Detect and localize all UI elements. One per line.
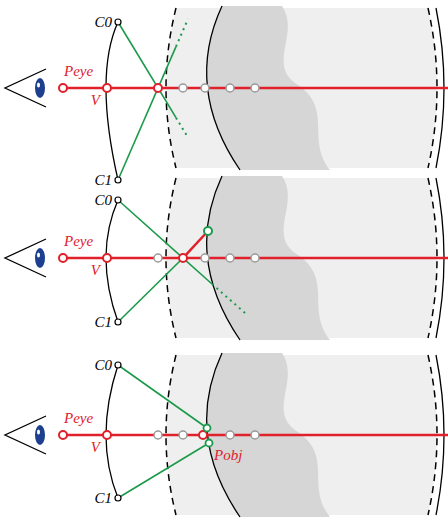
eye-label: Peye <box>64 234 93 249</box>
sample-point <box>251 84 259 92</box>
surface-hit <box>204 425 211 432</box>
sample-point <box>251 431 259 439</box>
camera-arc <box>106 22 118 180</box>
camera-label: C1 <box>94 173 112 188</box>
point-label: V <box>91 263 100 278</box>
panel-background <box>5 176 448 340</box>
camera-ray-extension <box>176 19 188 47</box>
surface-hit <box>206 440 213 447</box>
camera-point <box>115 362 121 368</box>
camera-ray <box>118 47 176 180</box>
camera-label: C0 <box>94 358 112 373</box>
camera-label: C1 <box>94 491 112 506</box>
camera-ray <box>118 365 207 428</box>
camera-ray-extension <box>212 284 245 313</box>
sample-point <box>154 431 162 439</box>
view-point <box>103 431 111 439</box>
camera-point <box>115 19 121 25</box>
camera-ray <box>118 200 212 284</box>
camera-label: C1 <box>94 315 112 330</box>
point-label: V <box>91 93 100 108</box>
sample-point <box>201 254 209 262</box>
panel-background <box>5 6 448 170</box>
eye-label: Peye <box>64 411 93 426</box>
camera-label: C0 <box>94 193 112 208</box>
sample-point <box>226 431 234 439</box>
camera-ray-extension <box>176 118 188 138</box>
camera-point <box>115 495 121 501</box>
camera-ray <box>118 22 176 118</box>
surface-hit <box>204 227 212 235</box>
current-sample <box>154 84 162 92</box>
sample-point <box>251 254 259 262</box>
camera-ray <box>118 443 209 498</box>
eye-label: Peye <box>64 64 93 79</box>
sample-point <box>179 84 187 92</box>
sample-point <box>201 84 209 92</box>
camera-point <box>115 319 121 325</box>
view-point <box>103 254 111 262</box>
camera-label: C0 <box>94 15 112 30</box>
camera-ray <box>118 258 183 322</box>
camera-point <box>115 177 121 183</box>
object-label: Pobj <box>214 448 242 463</box>
camera-point <box>115 197 121 203</box>
view-point <box>103 84 111 92</box>
sample-point <box>154 254 162 262</box>
sample-point <box>226 254 234 262</box>
point-label: V <box>91 440 100 455</box>
sample-point <box>226 84 234 92</box>
sample-point <box>179 431 187 439</box>
current-sample <box>179 254 187 262</box>
panel-background <box>5 353 448 517</box>
